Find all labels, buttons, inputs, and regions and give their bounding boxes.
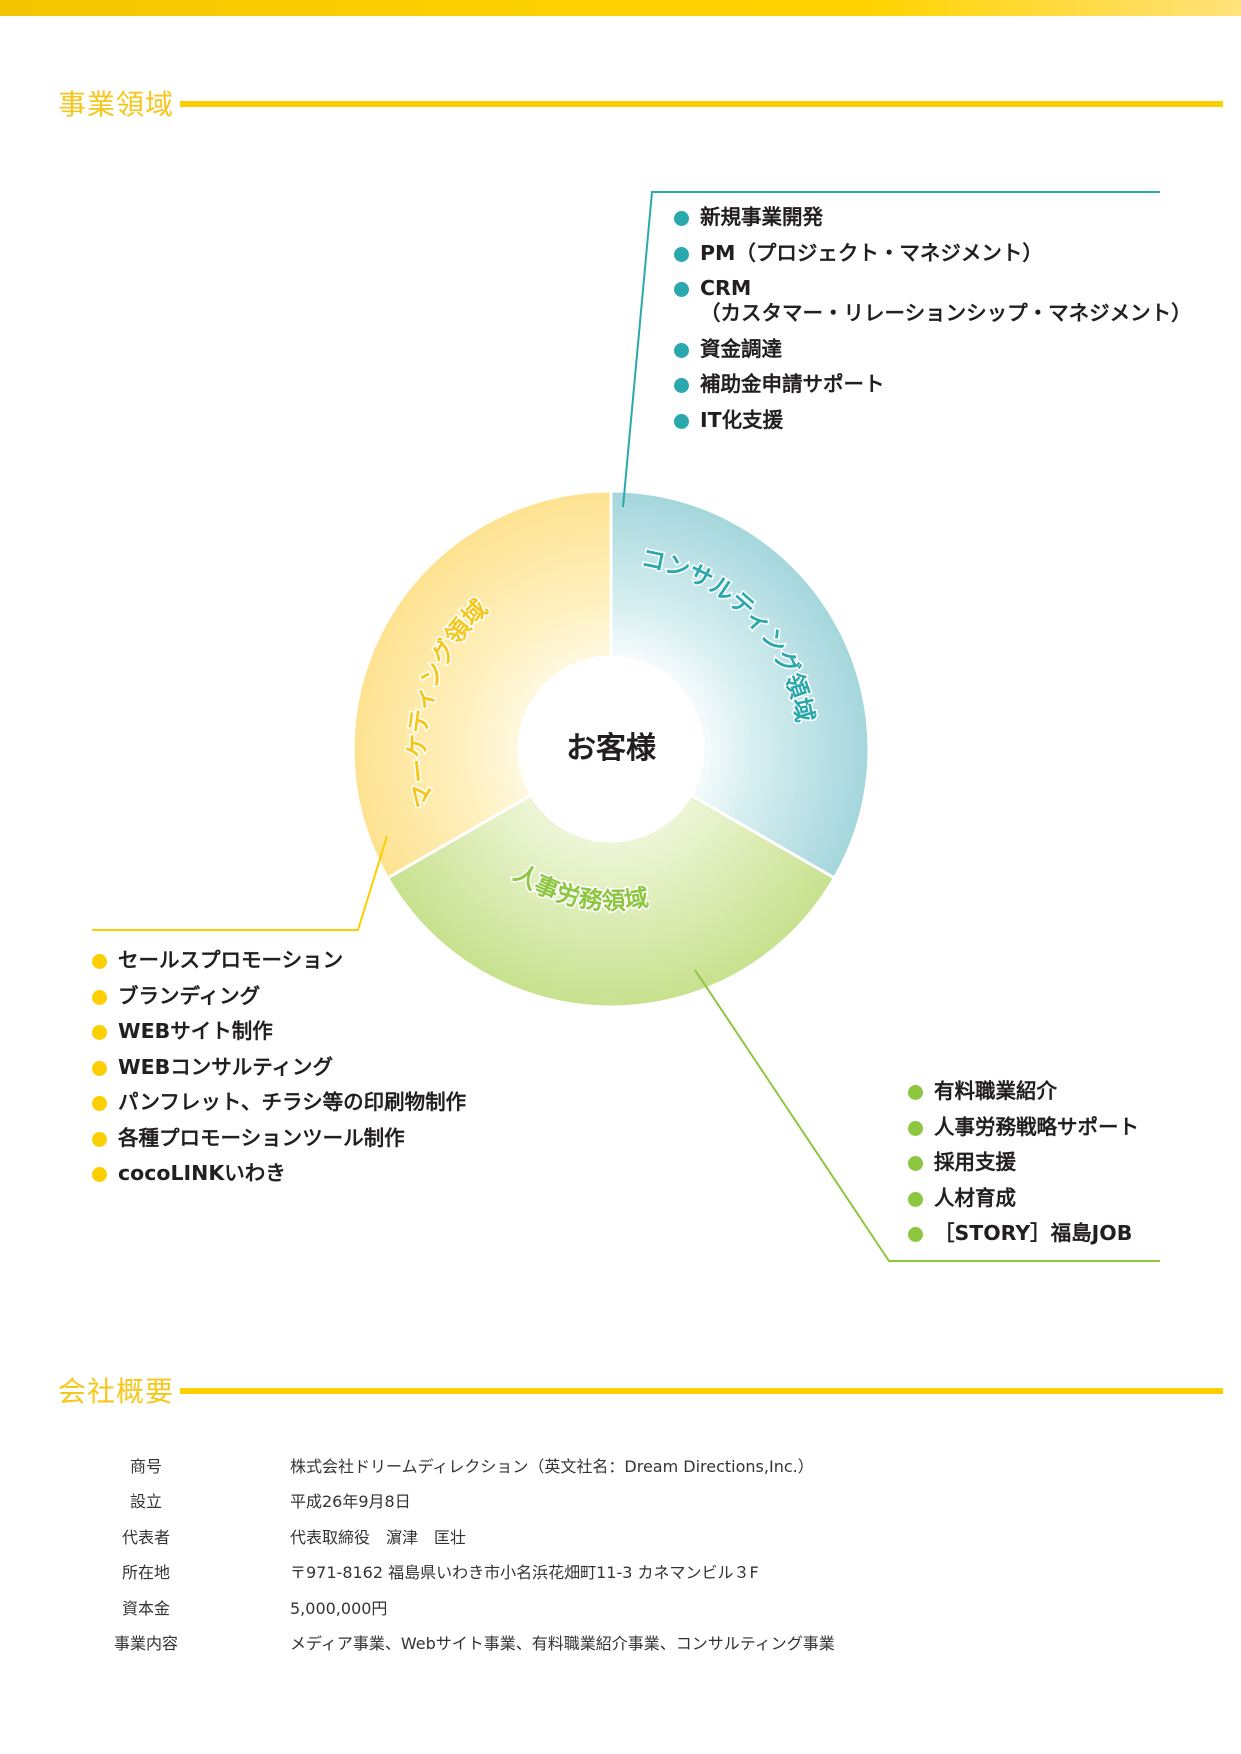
list-item: 新規事業開発: [674, 205, 1192, 230]
section-title: 会社概要: [58, 1375, 175, 1408]
bullet-icon: [674, 246, 689, 262]
profile-key: 設立: [129, 1492, 162, 1512]
profile-value: 平成26年9月8日: [290, 1492, 411, 1512]
bullet-icon: [908, 1227, 923, 1242]
table-row: 事業内容 メディア事業、Webサイト事業、有料職業紹介事業、コンサルティング事業: [80, 1625, 835, 1661]
profile-value: 株式会社ドリームディレクション（英文社名：Dream Directions,In…: [290, 1456, 814, 1476]
profile-key: 商号: [129, 1456, 162, 1476]
list-item: 採用支援: [908, 1150, 1139, 1175]
bullet-icon: [908, 1156, 923, 1171]
center-label: お客様: [566, 731, 657, 766]
center-circle: [519, 657, 703, 841]
bullet-icon: [674, 413, 689, 429]
section-rule: [180, 101, 1223, 107]
table-row: 資本金 5,000,000円: [80, 1589, 835, 1625]
bullet-icon: [908, 1191, 923, 1207]
bullet-icon: [908, 1120, 923, 1136]
bullet-icon: [92, 1096, 107, 1111]
bullet-icon: [674, 282, 689, 297]
section-title: 事業領域: [58, 88, 175, 121]
top-accent-bar: [0, 0, 1241, 16]
bullet-icon: [674, 378, 689, 393]
list-item: セールスプロモーション: [92, 948, 466, 973]
list-item: cocoLINKいわき: [92, 1161, 466, 1186]
section-heading-company-profile: 会社概要: [58, 1370, 1223, 1410]
bullet-icon: [674, 342, 689, 358]
business-domain-diagram: お客様 コンサルティング領域 マーケティング領域 人事労務領域: [92, 191, 1160, 1262]
list-item: 資金調達: [674, 337, 1192, 362]
marketing-services-list: セールスプロモーション ブランディング WEBサイト制作 WEBコンサルティング…: [92, 948, 466, 1197]
profile-value: 〒971-8162 福島県いわき市小名浜花畑町11-3 カネマンビル３F: [290, 1563, 759, 1583]
table-row: 所在地 〒971-8162 福島県いわき市小名浜花畑町11-3 カネマンビル３F: [80, 1554, 835, 1590]
connector-consulting: [622, 191, 1160, 508]
bullet-icon: [92, 1167, 107, 1182]
section-heading-business-domains: 事業領域: [58, 83, 1223, 123]
list-item: PM（プロジェクト・マネジメント）: [674, 241, 1192, 266]
segment-consulting: [609, 489, 871, 881]
list-item: ［STORY］福島JOB: [908, 1221, 1139, 1246]
bullet-icon: [92, 1131, 107, 1147]
profile-value: 5,000,000円: [290, 1598, 388, 1618]
table-row: 代表者 代表取締役 濵津 匡壮: [80, 1518, 835, 1554]
company-profile-table: 商号 株式会社ドリームディレクション（英文社名：Dream Directions,…: [80, 1447, 835, 1660]
bullet-icon: [908, 1085, 923, 1100]
bullet-icon: [92, 954, 107, 969]
consulting-services-list: 新規事業開発 PM（プロジェクト・マネジメント） CRM（カスタマー・リレーショ…: [674, 205, 1192, 443]
list-item: WEBコンサルティング: [92, 1055, 466, 1080]
profile-key: 資本金: [121, 1598, 170, 1618]
profile-key: 所在地: [121, 1563, 170, 1583]
bullet-icon: [92, 1025, 107, 1040]
bullet-icon: [92, 989, 107, 1005]
bullet-icon: [674, 211, 689, 226]
list-item: 有料職業紹介: [908, 1079, 1139, 1104]
segment-marketing: [351, 489, 613, 881]
segment-hr: [385, 792, 837, 1009]
profile-value: 代表取締役 濵津 匡壮: [290, 1527, 467, 1547]
profile-value: メディア事業、Webサイト事業、有料職業紹介事業、コンサルティング事業: [290, 1634, 835, 1654]
list-item: ブランディング: [92, 984, 466, 1009]
list-item: CRM（カスタマー・リレーションシップ・マネジメント）: [674, 276, 1192, 326]
connector-hr: [694, 969, 1160, 1262]
list-item: 人材育成: [908, 1186, 1139, 1211]
table-row: 商号 株式会社ドリームディレクション（英文社名：Dream Directions,…: [80, 1447, 835, 1483]
list-item: WEBサイト制作: [92, 1019, 466, 1044]
list-item: 補助金申請サポート: [674, 372, 1192, 397]
list-item-subtext: （カスタマー・リレーションシップ・マネジメント）: [700, 301, 1192, 325]
list-item: パンフレット、チラシ等の印刷物制作: [92, 1090, 466, 1115]
table-row: 設立 平成26年9月8日: [80, 1483, 835, 1519]
profile-key: 代表者: [121, 1527, 170, 1547]
list-item: 各種プロモーションツール制作: [92, 1126, 466, 1151]
list-item: 人事労務戦略サポート: [908, 1115, 1139, 1140]
profile-key: 事業内容: [113, 1634, 178, 1654]
connector-marketing: [92, 835, 388, 931]
list-item: IT化支援: [674, 408, 1192, 433]
bullet-icon: [92, 1060, 107, 1076]
hr-services-list: 有料職業紹介 人事労務戦略サポート 採用支援 人材育成 ［STORY］福島JOB: [908, 1079, 1139, 1257]
section-rule: [180, 1388, 1223, 1394]
